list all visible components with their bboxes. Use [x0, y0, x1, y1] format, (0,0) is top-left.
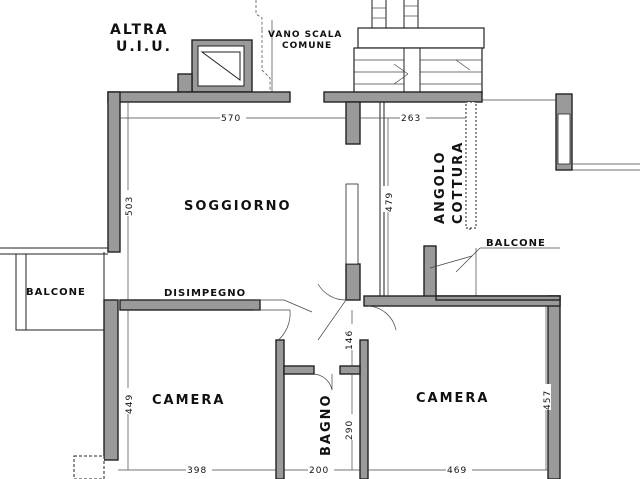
doors — [254, 92, 473, 391]
dim-camera-right-depth: 457 — [543, 390, 553, 410]
label-camera-right: CAMERA — [416, 391, 490, 406]
right-column — [482, 93, 640, 171]
dim-camera-left-width: 398 — [187, 466, 207, 476]
label-cottura: COTTURA — [451, 141, 466, 224]
label-camera-left: CAMERA — [152, 393, 226, 408]
label-balcone-left: BALCONE — [26, 287, 86, 298]
text-labels: ALTRA U.I.U. VANO SCALA COMUNE SOGGIORNO… — [26, 22, 546, 456]
label-altra: ALTRA — [110, 22, 169, 38]
dim-bagno-width: 200 — [309, 466, 329, 476]
dimension-lines — [118, 102, 560, 471]
balcone-left — [0, 247, 108, 331]
label-uiu: U.I.U. — [116, 39, 172, 55]
label-comune: COMUNE — [282, 41, 332, 51]
label-angolo: ANGOLO — [433, 150, 448, 224]
dim-cottura-depth: 479 — [385, 192, 395, 212]
flue-box — [177, 39, 253, 93]
staircase — [353, 0, 485, 95]
dimension-texts: 570 263 503 479 146 449 290 457 398 200 … — [122, 112, 553, 476]
dim-disimpegno-depth: 146 — [345, 330, 355, 350]
stair-shaft — [255, 0, 273, 92]
dim-cottura-width: 263 — [401, 114, 421, 124]
dim-soggiorno-depth: 503 — [125, 196, 135, 216]
label-disimpegno: DISIMPEGNO — [164, 288, 246, 299]
dim-bagno-depth: 290 — [345, 420, 355, 440]
dim-camera-left-depth: 449 — [125, 394, 135, 414]
label-bagno: BAGNO — [319, 393, 334, 456]
dim-camera-right-width: 469 — [447, 466, 467, 476]
exterior-walls — [73, 91, 561, 479]
label-soggiorno: SOGGIORNO — [184, 199, 292, 214]
label-balcone-right: BALCONE — [486, 238, 546, 249]
dim-soggiorno-width: 570 — [221, 114, 241, 124]
label-vano-scala: VANO SCALA — [268, 30, 342, 40]
